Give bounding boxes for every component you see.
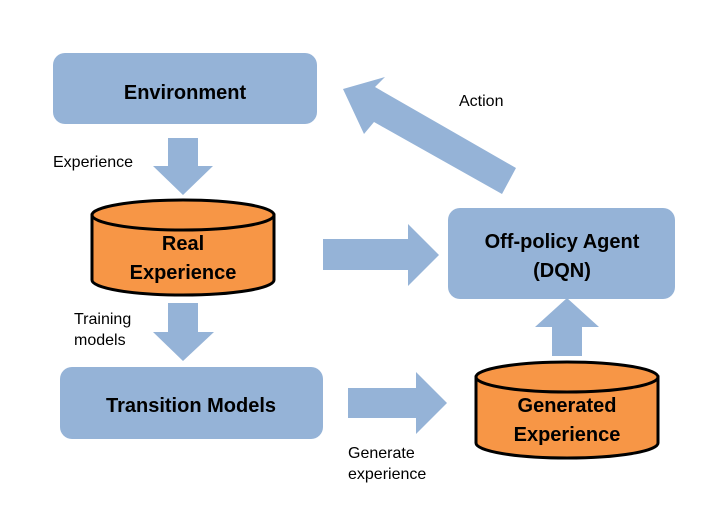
generated-experience-database bbox=[474, 360, 660, 460]
generate-experience-arrow bbox=[348, 372, 447, 434]
real-experience-label-line2: Experience bbox=[130, 262, 237, 284]
action-arrow bbox=[343, 77, 516, 194]
generated-experience-label-line1: Generated bbox=[518, 395, 617, 417]
agent-box bbox=[448, 208, 675, 299]
real-experience-label-line1: Real bbox=[162, 233, 204, 255]
experience-arrow bbox=[153, 138, 213, 195]
training-models-arrow bbox=[153, 303, 214, 361]
generated-experience-label-line2: Experience bbox=[514, 424, 621, 446]
experience-label: Experience bbox=[53, 154, 133, 171]
real-experience-database bbox=[90, 198, 276, 297]
environment-label: Environment bbox=[124, 82, 247, 104]
generate-experience-label-line1: Generate bbox=[348, 445, 415, 462]
replay-to-agent-arrow bbox=[323, 224, 439, 286]
transition-models-label: Transition Models bbox=[106, 395, 276, 417]
transition-models-box bbox=[60, 367, 323, 439]
agent-label-line1: Off-policy Agent bbox=[485, 231, 640, 253]
agent-label-line2: (DQN) bbox=[533, 260, 591, 282]
action-label: Action bbox=[459, 93, 503, 110]
environment-box bbox=[53, 53, 317, 124]
generated-to-agent-arrow bbox=[535, 298, 599, 356]
generate-experience-label-line2: experience bbox=[348, 466, 426, 483]
training-models-label-line2: models bbox=[74, 332, 126, 349]
training-models-label-line1: Training bbox=[74, 311, 131, 328]
